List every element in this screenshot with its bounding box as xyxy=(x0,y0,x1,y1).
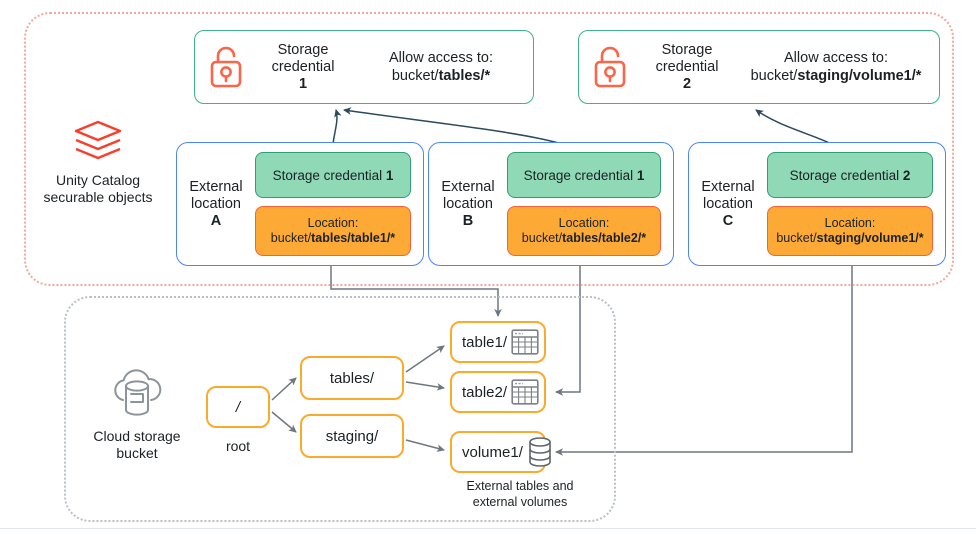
lock-icon xyxy=(579,45,641,89)
tree-node-table1[interactable]: table1/ xyxy=(450,321,546,363)
external-location-name: B xyxy=(462,212,474,229)
external-location-line1: External xyxy=(701,178,755,195)
tree-node-root[interactable]: / xyxy=(206,386,270,428)
cloud-storage-container xyxy=(64,296,616,522)
tree-caption-line1: External tables and xyxy=(466,479,574,493)
bottom-divider xyxy=(0,528,976,529)
layers-stack-icon xyxy=(28,118,168,166)
external-location-card-b[interactable]: External location B Storage credential 1… xyxy=(428,142,674,266)
allow-path: tables/* xyxy=(438,68,491,84)
location-chip-c[interactable]: Location: bucket/staging/volume1/* xyxy=(767,206,933,256)
storage-credential-card-2[interactable]: Storage credential 2 Allow access to: bu… xyxy=(578,30,940,104)
location-chip-label: Location: xyxy=(824,216,876,230)
tree-node-staging-label: staging/ xyxy=(325,427,379,445)
tree-node-tables-label: tables/ xyxy=(329,369,375,387)
external-location-label-b: External location B xyxy=(429,179,507,230)
external-location-line2: location xyxy=(191,195,241,212)
allow-label: Allow access to: xyxy=(784,50,888,66)
tree-node-table2[interactable]: table2/ xyxy=(450,371,546,413)
external-location-label-a: External location A xyxy=(177,179,255,230)
tree-node-root-caption: root xyxy=(225,438,251,454)
unity-catalog-legend-line2: securable objects xyxy=(43,189,153,205)
allow-path: staging/volume1/* xyxy=(797,68,922,84)
credential-chip-a[interactable]: Storage credential 1 xyxy=(255,152,411,198)
tree-node-tables[interactable]: tables/ xyxy=(300,356,404,400)
storage-credential-title-1: Storage credential 1 xyxy=(257,42,349,93)
location-chip-prefix: bucket/ xyxy=(776,231,817,245)
credential-chip-c[interactable]: Storage credential 2 xyxy=(767,152,933,198)
tree-node-staging[interactable]: staging/ xyxy=(300,414,404,458)
tree-node-volume1[interactable]: volume1/ xyxy=(450,431,551,473)
volume-cylinder-icon xyxy=(527,437,553,467)
storage-credential-allow-1: Allow access to: bucket/tables/* xyxy=(349,49,533,85)
unity-catalog-legend: Unity Catalog securable objects xyxy=(28,118,168,206)
tree-node-volume1-label: volume1/ xyxy=(462,443,523,461)
allow-label: Allow access to: xyxy=(389,50,493,66)
credential-chip-number: 2 xyxy=(902,167,911,183)
location-chip-path: tables/table2/* xyxy=(562,231,647,245)
external-location-name: C xyxy=(722,212,734,229)
credential-chip-number: 1 xyxy=(636,167,645,183)
location-chip-prefix: bucket/ xyxy=(521,231,563,245)
credential-chip-prefix: Storage credential xyxy=(523,167,637,183)
credential-title-line1: Storage xyxy=(277,41,329,58)
tree-node-root-label: / xyxy=(235,398,241,416)
unity-catalog-legend-line1: Unity Catalog xyxy=(55,172,141,188)
storage-credential-title-2: Storage credential 2 xyxy=(641,42,733,93)
table-grid-icon xyxy=(511,329,539,355)
credential-chip-b[interactable]: Storage credential 1 xyxy=(507,152,661,198)
location-chip-path: staging/volume1/* xyxy=(816,231,924,245)
table-grid-icon xyxy=(511,379,539,405)
tree-caption-line2: external volumes xyxy=(472,495,568,509)
allow-prefix: bucket/ xyxy=(750,68,798,84)
external-location-line2: location xyxy=(443,195,493,212)
cloud-storage-legend-line1: Cloud storage xyxy=(93,428,181,444)
credential-chip-prefix: Storage credential xyxy=(789,167,903,183)
credential-chip-prefix: Storage credential xyxy=(272,167,386,183)
cloud-storage-legend-line2: bucket xyxy=(116,445,158,461)
unity-catalog-container xyxy=(24,12,954,286)
external-location-line1: External xyxy=(441,178,495,195)
external-location-card-c[interactable]: External location C Storage credential 2… xyxy=(688,142,946,266)
location-chip-path: tables/table1/* xyxy=(311,231,396,245)
credential-title-line2: credential xyxy=(271,58,335,75)
location-chip-label: Location: xyxy=(558,216,610,230)
credential-title-line1: Storage xyxy=(661,41,713,58)
external-location-card-a[interactable]: External location A Storage credential 1… xyxy=(176,142,424,266)
tree-node-table1-label: table1/ xyxy=(462,333,508,351)
allow-prefix: bucket/ xyxy=(391,68,439,84)
location-chip-b[interactable]: Location: bucket/tables/table2/* xyxy=(507,206,661,256)
cloud-database-icon xyxy=(62,366,212,422)
location-chip-a[interactable]: Location: bucket/tables/table1/* xyxy=(255,206,411,256)
storage-credential-allow-2: Allow access to: bucket/staging/volume1/… xyxy=(733,49,939,85)
credential-chip-number: 1 xyxy=(385,167,394,183)
external-location-label-c: External location C xyxy=(689,179,767,230)
external-location-line1: External xyxy=(189,178,243,195)
location-chip-label: Location: xyxy=(307,216,359,230)
cloud-storage-legend: Cloud storage bucket xyxy=(62,366,212,462)
tree-caption: External tables and external volumes xyxy=(422,478,618,510)
external-location-line2: location xyxy=(703,195,753,212)
credential-number: 2 xyxy=(682,75,692,92)
location-chip-prefix: bucket/ xyxy=(270,231,312,245)
credential-title-line2: credential xyxy=(655,58,719,75)
lock-icon xyxy=(195,45,257,89)
tree-node-table2-label: table2/ xyxy=(462,383,508,401)
storage-credential-card-1[interactable]: Storage credential 1 Allow access to: bu… xyxy=(194,30,534,104)
credential-number: 1 xyxy=(298,75,308,92)
external-location-name: A xyxy=(210,212,222,229)
